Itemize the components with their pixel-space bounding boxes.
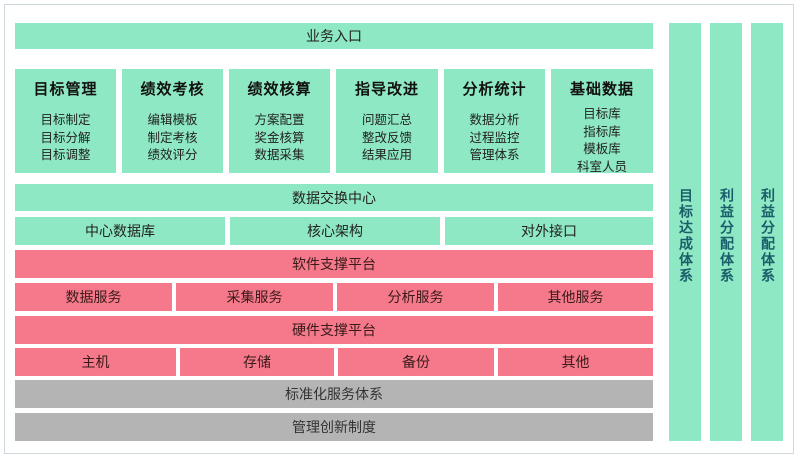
module-item: 数据采集 — [254, 147, 305, 162]
module-item: 结果应用 — [361, 147, 412, 162]
module-guidance-improvement: 指导改进 问题汇总 整改反馈 结果应用 — [335, 68, 439, 174]
module-item: 目标调整 — [40, 147, 91, 162]
module-item: 目标库 — [583, 106, 621, 121]
hardware-other: 其他 — [497, 347, 654, 377]
module-analysis-statistics: 分析统计 数据分析 过程监控 管理体系 — [443, 68, 546, 174]
central-database: 中心数据库 — [14, 216, 226, 246]
hardware-storage: 存储 — [179, 347, 335, 377]
service-data: 数据服务 — [14, 282, 173, 312]
side-column-label: 目标达成体系 — [677, 188, 693, 284]
module-item: 制定考核 — [147, 129, 198, 145]
module-item: 目标分解 — [40, 129, 91, 145]
module-title: 指导改进 — [354, 80, 419, 98]
module-item: 指标库 — [583, 123, 621, 139]
module-item: 编辑模板 — [147, 112, 198, 127]
module-item: 绩效评分 — [147, 147, 198, 162]
module-title: 绩效核算 — [247, 80, 312, 98]
module-item: 目标制定 — [40, 112, 91, 127]
module-item: 数据分析 — [469, 112, 520, 127]
side-column-label: 利益分配体系 — [718, 188, 734, 284]
module-item: 奖金核算 — [254, 129, 305, 145]
module-performance-review: 绩效考核 编辑模板 制定考核 绩效评分 — [121, 68, 224, 174]
management-innovation-system: 管理创新制度 — [14, 412, 654, 442]
side-column-target-achievement: 目标达成体系 — [668, 22, 702, 442]
module-item: 问题汇总 — [361, 112, 412, 127]
module-title: 基础数据 — [569, 80, 634, 98]
side-column-benefit-distribution-2: 利益分配体系 — [750, 22, 784, 442]
hardware-platform: 硬件支撑平台 — [14, 315, 654, 345]
data-exchange-center: 数据交换中心 — [14, 183, 654, 212]
module-title: 绩效考核 — [140, 80, 205, 98]
module-item: 科室人员 — [576, 158, 627, 174]
service-collection: 采集服务 — [175, 282, 334, 312]
software-platform: 软件支撑平台 — [14, 249, 654, 279]
hardware-host: 主机 — [14, 347, 177, 377]
module-title: 分析统计 — [462, 80, 527, 98]
service-analysis: 分析服务 — [336, 282, 495, 312]
hardware-backup: 备份 — [337, 347, 495, 377]
module-target-management: 目标管理 目标制定 目标分解 目标调整 — [14, 68, 117, 174]
business-entry: 业务入口 — [14, 22, 654, 50]
module-title: 目标管理 — [33, 80, 98, 98]
side-column-benefit-distribution-1: 利益分配体系 — [709, 22, 743, 442]
module-performance-accounting: 绩效核算 方案配置 奖金核算 数据采集 — [228, 68, 331, 174]
module-item: 过程监控 — [469, 129, 520, 145]
external-interface: 对外接口 — [444, 216, 654, 246]
module-item: 模板库 — [583, 141, 621, 156]
module-base-data: 基础数据 目标库 指标库 模板库 科室人员 — [550, 68, 654, 174]
side-column-label: 利益分配体系 — [759, 188, 775, 284]
module-item: 整改反馈 — [361, 129, 412, 145]
service-other: 其他服务 — [497, 282, 654, 312]
module-item: 方案配置 — [254, 112, 305, 127]
core-architecture: 核心架构 — [229, 216, 441, 246]
module-item: 管理体系 — [469, 147, 520, 162]
standardization-service-system: 标准化服务体系 — [14, 379, 654, 409]
